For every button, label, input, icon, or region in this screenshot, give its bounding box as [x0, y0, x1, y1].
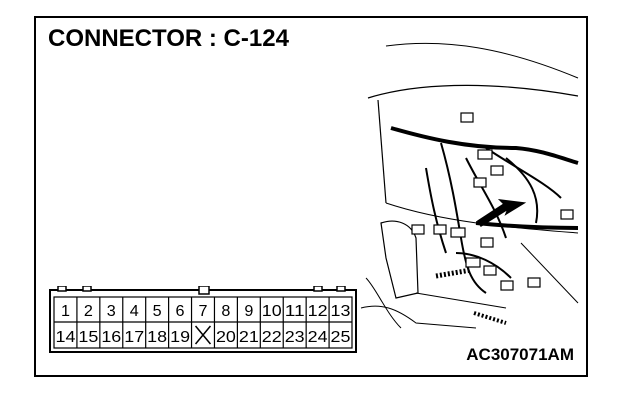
pin-label: 20: [216, 329, 236, 346]
pin-label: 9: [244, 303, 253, 320]
pin-label: 11: [285, 303, 305, 320]
pin-label: 12: [308, 303, 328, 320]
pin-label: 6: [176, 303, 185, 320]
connector-title: CONNECTOR : C-124: [48, 25, 289, 52]
pin-label: 13: [331, 303, 351, 320]
pin-label: 23: [285, 329, 305, 346]
pin-label: 21: [239, 329, 259, 346]
diagram-frame: CONNECTOR : C-124: [34, 16, 588, 377]
pin-label: 16: [101, 329, 121, 346]
pin-label: 10: [262, 303, 282, 320]
empty-pin-cross: [194, 325, 212, 345]
pin-label: 2: [84, 303, 93, 320]
pin-label: 15: [78, 329, 98, 346]
pin-label: 3: [107, 303, 116, 320]
pin-label: 7: [199, 303, 208, 320]
pin-label: 14: [56, 329, 76, 346]
pin-label: 24: [308, 329, 328, 346]
pin-label: 22: [262, 329, 282, 346]
location-arrow: [476, 198, 527, 228]
figure-code: AC307071AM: [466, 345, 574, 364]
pin-label: 19: [170, 329, 190, 346]
pin-label: 17: [124, 329, 144, 346]
pin-label: 8: [221, 303, 230, 320]
pin-label: 5: [153, 303, 162, 320]
pin-label: 4: [130, 303, 139, 320]
harness-location-illustration: [360, 42, 579, 329]
pin-label: 1: [61, 303, 70, 320]
pin-label: 25: [331, 329, 351, 346]
pin-label: 18: [147, 329, 167, 346]
